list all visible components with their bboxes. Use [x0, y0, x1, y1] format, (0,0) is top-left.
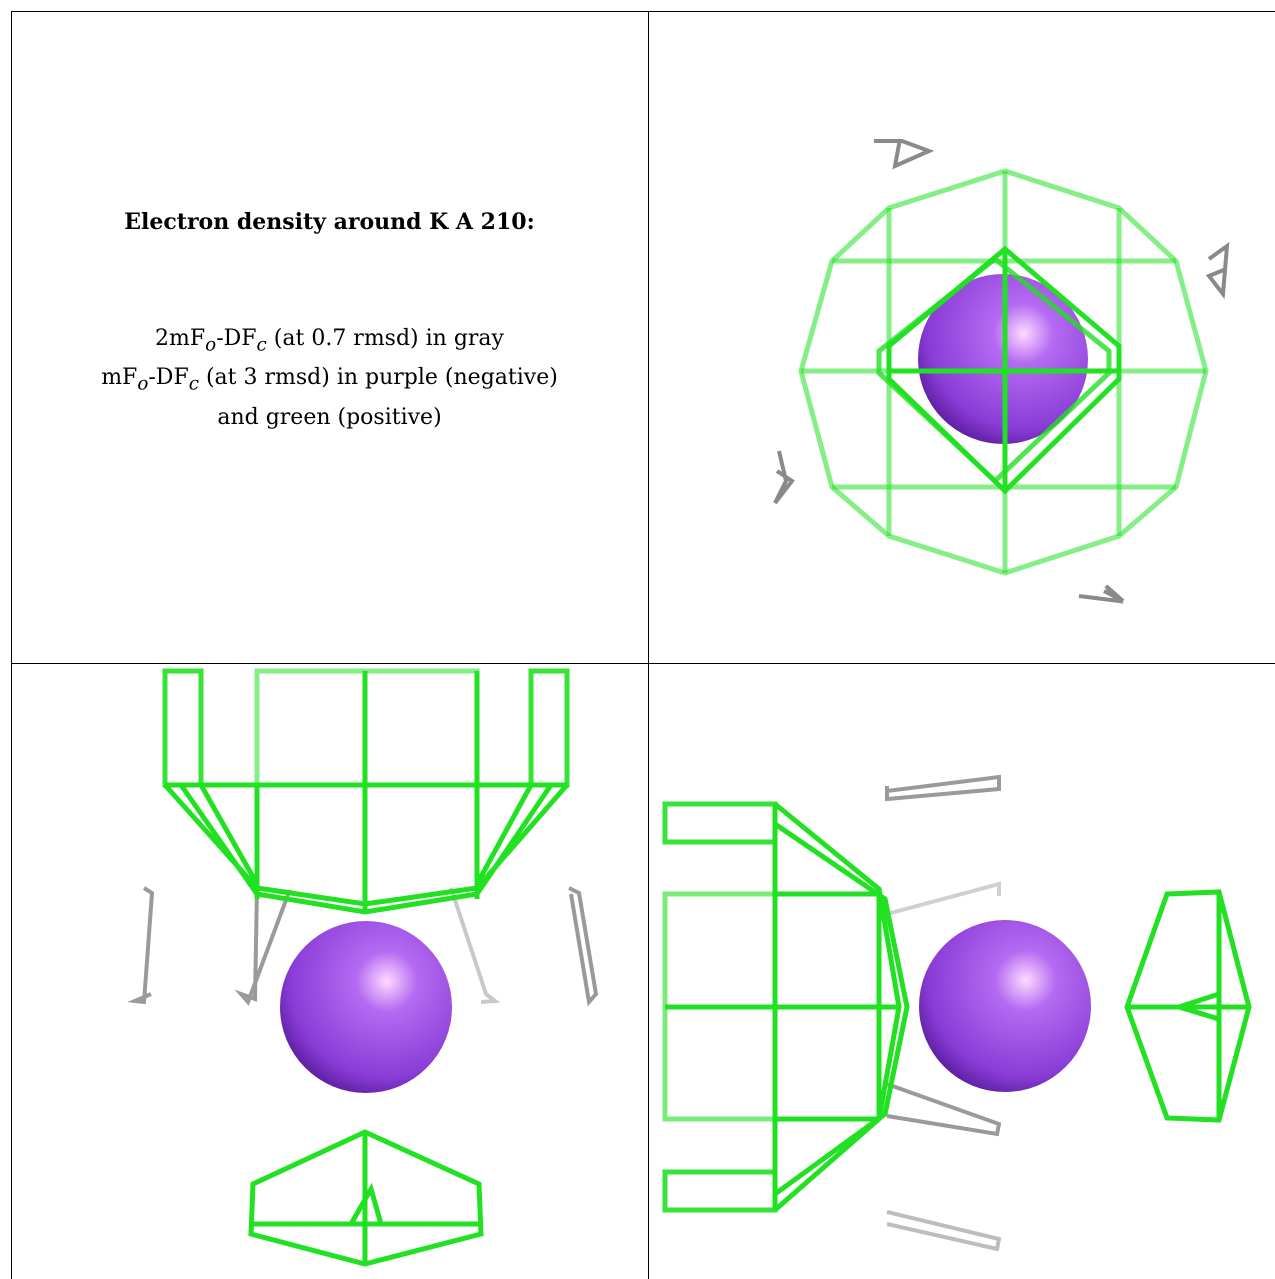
grid-left-border: [11, 11, 12, 1279]
density-front-view: [11, 664, 648, 1279]
positive-density-right-cage: [1124, 889, 1252, 1123]
caption-line-2: mFo-DFc (at 3 rmsd) in purple (negative): [101, 365, 558, 395]
positive-density-outer-cage: [798, 168, 1209, 576]
density-side-view: [649, 664, 1275, 1279]
positive-density-inner-cage: [876, 245, 1122, 495]
density-top-view: [649, 11, 1275, 664]
grid-vertical-divider: [648, 11, 649, 1279]
positive-density-lower-cage: [248, 1129, 484, 1267]
caption-line-3: and green (positive): [217, 404, 442, 430]
caption-title: Electron density around K A 210:: [124, 209, 535, 235]
positive-density-upper-cage: [162, 668, 570, 915]
gray-2fofc-fragments-front: [127, 886, 599, 1007]
caption-body: 2mFo-DFc (at 0.7 rmsd) in gray mFo-DFc (…: [11, 322, 648, 434]
caption-line-1: 2mFo-DFc (at 0.7 rmsd) in gray: [155, 326, 504, 356]
positive-density-left-cage: [662, 801, 910, 1213]
potassium-atom-sphere: [280, 921, 452, 1093]
gray-2fofc-fragments: [773, 138, 1230, 604]
caption-panel: Electron density around K A 210: 2mFo-DF…: [11, 11, 648, 664]
grid-horizontal-divider: [11, 663, 1275, 664]
potassium-atom-sphere: [919, 920, 1091, 1092]
grid-top-border: [11, 11, 1275, 12]
gray-2fofc-fragments-side: [885, 774, 1002, 1252]
